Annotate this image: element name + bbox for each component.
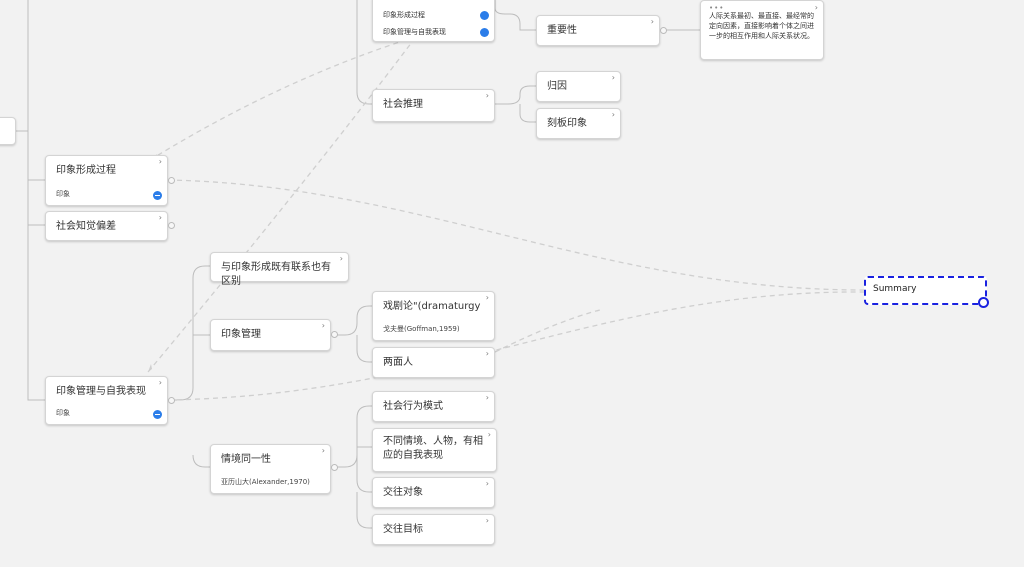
chevron-right-icon[interactable]: › <box>485 91 489 100</box>
chevron-right-icon[interactable]: › <box>339 254 343 263</box>
chevron-right-icon[interactable]: › <box>321 446 325 455</box>
node-situational-identity[interactable]: 情境同一性 亚历山大(Alexander,1970) › <box>210 444 331 494</box>
node-title: 社会知觉偏差 <box>56 221 116 232</box>
chevron-right-icon[interactable]: › <box>321 321 325 330</box>
link-arrow-icon[interactable] <box>480 11 489 20</box>
node-subtitle: 亚历山大(Alexander,1970) <box>221 478 310 486</box>
node-impression-formation[interactable]: 印象形成过程 印象 › <box>45 155 168 206</box>
collapse-toggle[interactable] <box>331 331 338 338</box>
link-row-impression-formation[interactable]: 印象形成过程 <box>383 11 425 19</box>
node-title: 戏剧论"(dramaturgy <box>383 301 481 312</box>
node-importance[interactable]: 重要性 › <box>536 15 660 46</box>
node-subtitle: 印象 <box>56 190 70 198</box>
note-text: 人际关系最初、最直接、最经常的定向因素，直接影响着个体之间进一步的相互作用和人际… <box>709 12 814 40</box>
chevron-right-icon[interactable]: › <box>611 110 615 119</box>
chevron-right-icon[interactable]: › <box>158 213 162 222</box>
node-different-situations[interactable]: 不同情境、人物，有相应的自我表现 › <box>372 428 497 472</box>
node-impression-mgmt-self[interactable]: 印象管理与自我表现 印象 › <box>45 376 168 425</box>
chevron-right-icon[interactable]: › <box>650 17 654 26</box>
chevron-right-icon[interactable]: › <box>485 479 489 488</box>
collapse-toggle[interactable] <box>331 464 338 471</box>
node-social-inference[interactable]: 社会推理 › <box>372 89 495 122</box>
more-icon[interactable]: ••• <box>709 4 725 12</box>
chevron-right-icon[interactable]: › <box>814 3 818 12</box>
link-arrow-icon[interactable] <box>480 28 489 37</box>
node-title: 印象形成过程 <box>56 165 116 176</box>
chevron-right-icon[interactable]: › <box>485 293 489 302</box>
node-title: 两面人 <box>383 357 413 368</box>
chevron-right-icon[interactable]: › <box>611 73 615 82</box>
node-title: 与印象形成既有联系也有区别 <box>221 262 331 287</box>
collapse-toggle[interactable] <box>168 397 175 404</box>
node-title: 印象管理 <box>221 329 261 340</box>
node-impression-links[interactable]: 印象形成过程 印象管理与自我表现 <box>372 0 495 42</box>
node-subtitle: 戈夫曼(Goffman,1959) <box>383 325 460 333</box>
chevron-right-icon[interactable]: › <box>485 349 489 358</box>
node-two-faced[interactable]: 两面人 › <box>372 347 495 378</box>
node-title: 重要性 <box>547 25 577 36</box>
node-interaction-object[interactable]: 交往对象 › <box>372 477 495 508</box>
node-title: 社会行为模式 <box>383 401 443 412</box>
node-subtitle: 印象 <box>56 409 70 417</box>
chevron-right-icon[interactable]: › <box>485 516 489 525</box>
link-arrow-icon[interactable] <box>153 410 162 419</box>
node-summary-selected[interactable]: Summary <box>864 276 987 305</box>
offscreen-parent-node[interactable] <box>0 117 16 145</box>
node-title: 刻板印象 <box>547 118 587 129</box>
node-related-diff[interactable]: 与印象形成既有联系也有区别 › <box>210 252 349 287</box>
node-title: 印象管理与自我表现 <box>56 386 146 397</box>
resize-handle-icon[interactable] <box>978 297 989 308</box>
node-title: 交往对象 <box>383 487 423 498</box>
node-title: 交往目标 <box>383 524 423 535</box>
node-dramaturgy[interactable]: 戏剧论"(dramaturgy 戈夫曼(Goffman,1959) › <box>372 291 495 341</box>
link-row-impression-mgmt[interactable]: 印象管理与自我表现 <box>383 28 446 36</box>
node-title: 情境同一性 <box>221 454 271 465</box>
node-title: 不同情境、人物，有相应的自我表现 <box>383 436 483 461</box>
node-attribution[interactable]: 归因 › <box>536 71 621 102</box>
chevron-right-icon[interactable]: › <box>158 157 162 166</box>
link-arrow-icon[interactable] <box>153 191 162 200</box>
node-interaction-goal[interactable]: 交往目标 › <box>372 514 495 545</box>
node-impression-mgmt[interactable]: 印象管理 › <box>210 319 331 351</box>
chevron-right-icon[interactable]: › <box>485 393 489 402</box>
chevron-right-icon[interactable]: › <box>487 430 491 439</box>
note-card[interactable]: ••• 人际关系最初、最直接、最经常的定向因素，直接影响着个体之间进一步的相互作… <box>700 0 824 60</box>
node-title: 社会推理 <box>383 99 423 110</box>
collapse-toggle[interactable] <box>168 222 175 229</box>
collapse-toggle[interactable] <box>660 27 667 34</box>
node-title: Summary <box>873 284 917 294</box>
node-social-behavior-mode[interactable]: 社会行为模式 › <box>372 391 495 422</box>
node-stereotype[interactable]: 刻板印象 › <box>536 108 621 139</box>
chevron-right-icon[interactable]: › <box>158 378 162 387</box>
node-title: 归因 <box>547 81 567 92</box>
collapse-toggle[interactable] <box>168 177 175 184</box>
node-social-perception-bias[interactable]: 社会知觉偏差 › <box>45 211 168 241</box>
